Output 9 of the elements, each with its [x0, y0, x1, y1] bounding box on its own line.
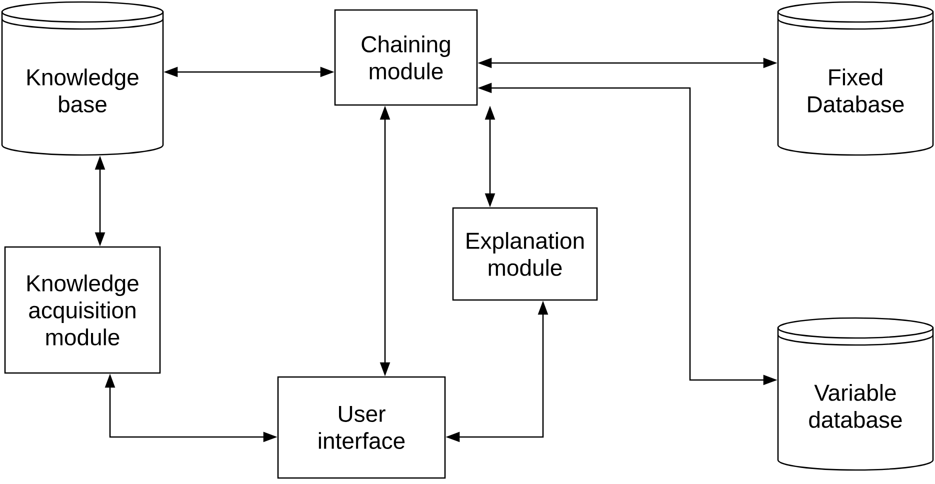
node-label: Variable database: [809, 384, 902, 428]
module-box: Chaining module: [334, 9, 478, 106]
database-cylinder: Fixed Database: [777, 1, 934, 156]
database-cylinder: Knowledge base: [1, 1, 164, 156]
node-label: Fixed Database: [808, 68, 904, 112]
module-box: User interface: [277, 376, 446, 479]
module-box: Explanation module: [452, 207, 598, 301]
module-box: Knowledge acquisition module: [4, 246, 161, 374]
database-cylinder: Variable database: [777, 317, 934, 471]
